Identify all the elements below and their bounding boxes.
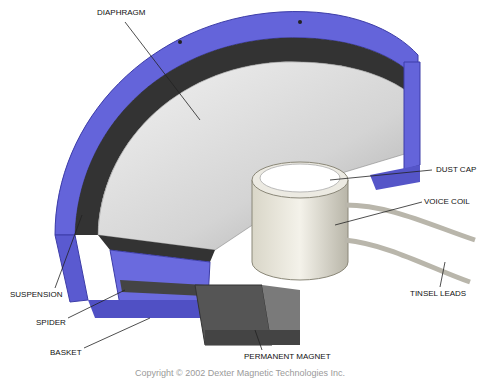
part-label: SUSPENSION (10, 291, 62, 299)
part-label: VOICE COIL (424, 198, 470, 206)
part-label: BASKET (50, 349, 82, 357)
part-label: DUST CAP (436, 166, 476, 174)
copyright-watermark: Copyright © 2002 Dexter Magnetic Technol… (135, 369, 345, 378)
part-label: DIAPHRAGM (97, 9, 145, 17)
part-label: PERMANENT MAGNET (244, 353, 331, 361)
part-label: TINSEL LEADS (410, 290, 466, 298)
part-label: SPIDER (36, 319, 66, 327)
